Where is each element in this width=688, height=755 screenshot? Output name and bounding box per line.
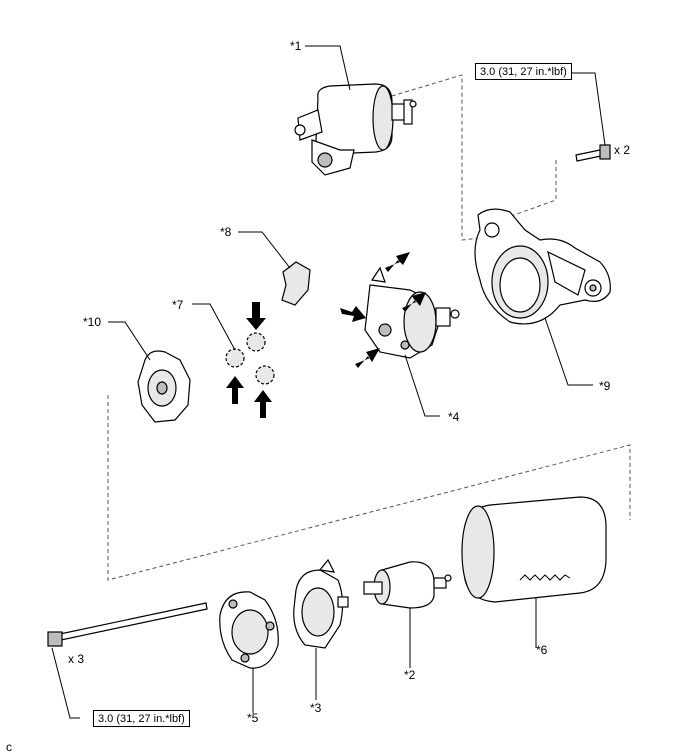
callout-1: *1 xyxy=(290,39,302,53)
starter-housing-part xyxy=(474,208,611,325)
brush-holder-part xyxy=(293,558,349,649)
callout-6: *6 xyxy=(536,643,548,657)
internal-gear-part xyxy=(137,350,191,423)
alignment-lines xyxy=(107,74,631,581)
callout-2: *2 xyxy=(404,668,416,682)
direction-arrows xyxy=(226,252,426,418)
bolt-qty-top: x 2 xyxy=(614,143,630,157)
through-bolt-part xyxy=(47,602,208,647)
lever-part xyxy=(281,261,311,306)
callout-8: *8 xyxy=(220,225,232,239)
housing-bolt-part xyxy=(575,144,611,162)
planetary-gears-part xyxy=(225,332,275,385)
corner-code: c xyxy=(6,740,12,754)
yoke-part xyxy=(461,496,607,603)
callout-3: *3 xyxy=(310,701,322,715)
callout-7: *7 xyxy=(172,298,184,312)
bolt-qty-bottom: x 3 xyxy=(68,652,84,666)
callout-4: *4 xyxy=(448,410,460,424)
clutch-assembly-part xyxy=(364,266,460,359)
torque-spec-bottom: 3.0 (31, 27 in.*lbf) xyxy=(93,710,190,727)
end-frame-part xyxy=(219,591,279,669)
callout-9: *9 xyxy=(599,379,611,393)
leader-lines xyxy=(51,45,606,719)
callout-10: *10 xyxy=(83,315,101,329)
callout-5: *5 xyxy=(247,711,259,725)
armature-part xyxy=(363,561,452,609)
magnet-switch-part xyxy=(294,83,417,176)
torque-spec-top: 3.0 (31, 27 in.*lbf) xyxy=(475,63,572,80)
